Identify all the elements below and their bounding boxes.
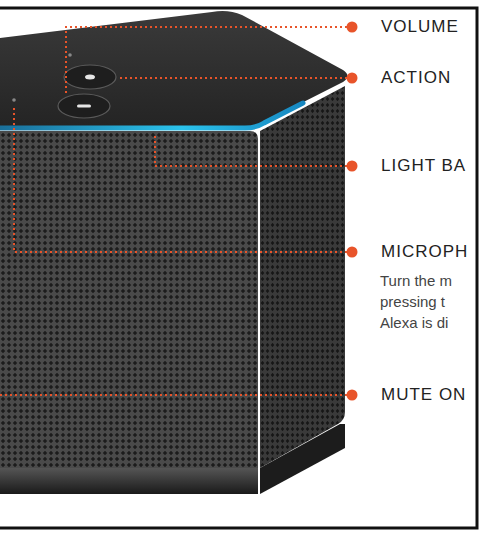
leader-dots — [347, 22, 358, 401]
leader-dot — [347, 73, 358, 84]
note-text: Turn the m pressing t Alexa is di — [380, 270, 476, 333]
leader-lines — [0, 27, 347, 395]
base-side — [260, 424, 345, 494]
top-face — [0, 11, 348, 127]
base — [0, 468, 258, 494]
leader-line — [118, 77, 347, 79]
volume-button — [58, 94, 110, 118]
button-icon — [77, 105, 91, 108]
leader-dot — [347, 390, 358, 401]
leader-dot — [347, 22, 358, 33]
frame — [0, 8, 477, 528]
leader-line — [66, 27, 347, 96]
button-icon — [85, 75, 95, 80]
side-grille — [260, 86, 345, 468]
front-grille — [0, 131, 258, 468]
microphone-hole — [68, 53, 72, 57]
leader-dot — [347, 161, 358, 172]
part-label: ACTION — [381, 67, 451, 89]
leader-line — [14, 105, 347, 252]
leader-dot — [347, 247, 358, 258]
part-label: VOLUME — [381, 16, 459, 38]
microphone-hole — [12, 98, 16, 102]
part-label: MICROPH — [381, 241, 468, 263]
leader-line — [0, 394, 347, 396]
part-label: MUTE ON — [381, 384, 466, 406]
action-button — [64, 65, 116, 89]
leader-line — [155, 134, 347, 166]
light-bar — [0, 103, 303, 128]
part-label: LIGHT BA — [381, 155, 466, 177]
